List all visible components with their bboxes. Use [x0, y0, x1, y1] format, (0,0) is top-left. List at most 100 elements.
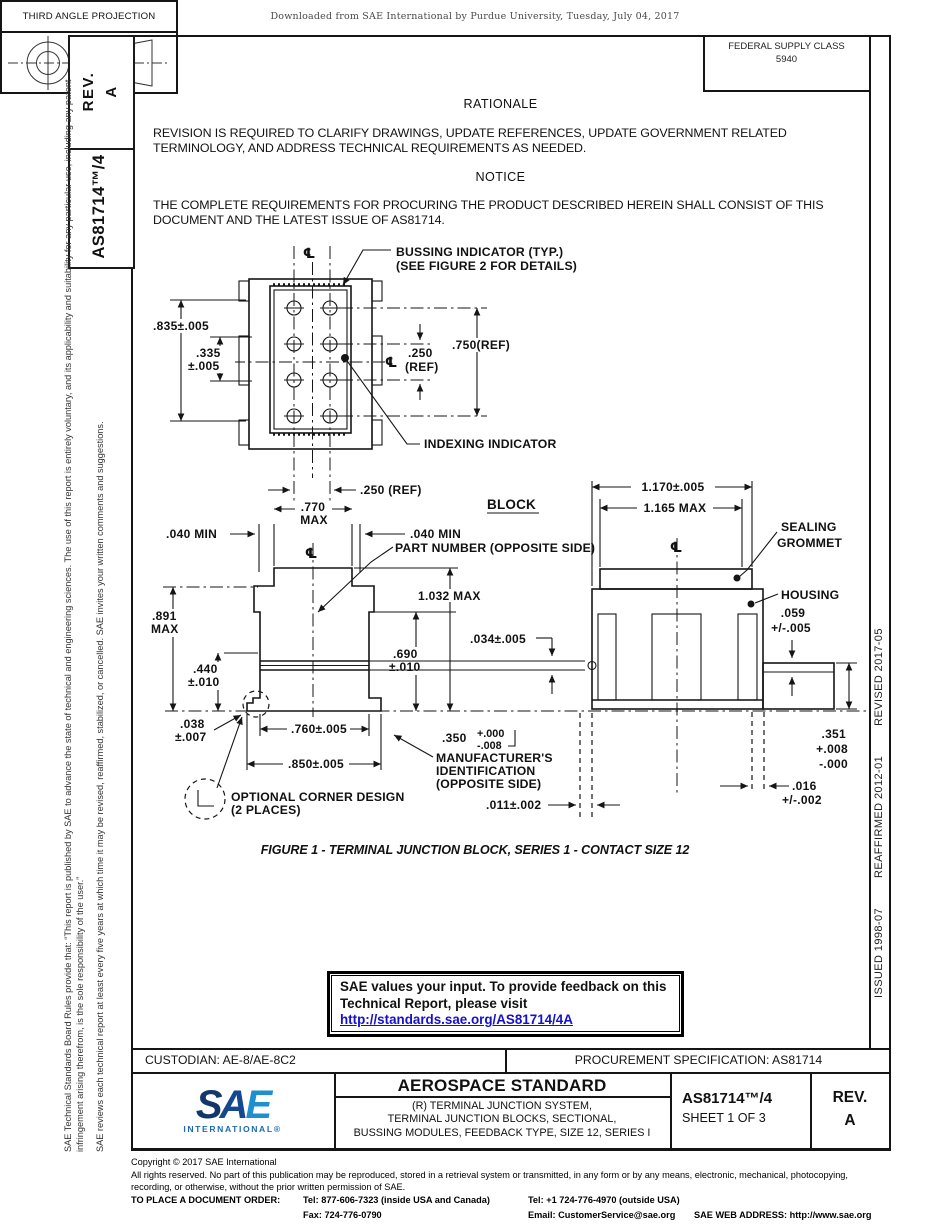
top-view: .835±.005 .335 ±.005 .750(REF) ℄ .250 (R…	[152, 245, 577, 503]
sae-logo-subtext: INTERNATIONAL®	[183, 1123, 282, 1134]
dim-440: .440	[193, 662, 218, 676]
optional-corner-label-2: (2 PLACES)	[231, 803, 301, 817]
sealing-grommet-label-2: GROMMET	[777, 536, 842, 550]
block-label: BLOCK	[487, 497, 536, 512]
housing-label: HOUSING	[781, 588, 839, 602]
standard-type-title: AEROSPACE STANDARD	[397, 1076, 607, 1095]
legal-vertical-text: SAE Technical Standards Board Rules prov…	[63, 34, 116, 1152]
rights-line-2: recording, or otherwise, without the pri…	[131, 1182, 406, 1192]
rev-box: REV. A	[68, 35, 135, 152]
dim-250-ref: (REF)	[405, 360, 439, 374]
title-block-divider-2	[670, 1072, 672, 1150]
dim-016-tol: +/-.002	[782, 793, 822, 807]
dim-059-tol: +/-.005	[771, 621, 811, 635]
fsc-value: 5940	[775, 54, 798, 65]
sealing-grommet-shape	[599, 568, 753, 590]
feedback-line-2: Technical Report, please visit	[340, 995, 528, 1011]
dim-034: .034±.005	[470, 632, 526, 646]
centerline-symbol: ℄	[305, 546, 318, 562]
custodian-row-divider	[505, 1048, 507, 1072]
dim-770-max: MAX	[300, 513, 328, 527]
feedback-line-1: SAE values your input. To provide feedba…	[340, 979, 667, 994]
frame-right-outer-line	[889, 35, 891, 1150]
dim-1165: 1.165 MAX	[644, 501, 707, 515]
order-label: TO PLACE A DOCUMENT ORDER:	[131, 1195, 281, 1205]
corner-notch-callout-circle	[242, 690, 270, 718]
side-view-housing: ℄ 1.170±.005 1.165 MAX SEALING GROMMET H…	[587, 480, 857, 807]
dim-351-tol-minus: -.000	[819, 757, 848, 771]
dim-038-tol: ±.007	[175, 730, 206, 744]
dim-250: .250	[408, 346, 433, 360]
notice-title: NOTICE	[475, 170, 526, 184]
rationale-title: RATIONALE	[463, 97, 538, 111]
dim-250ref: .250 (REF)	[360, 483, 422, 497]
sae-logo: SAE INTERNATIONAL®	[131, 1072, 334, 1148]
issued-date: ISSUED 1998-07	[873, 908, 885, 998]
dim-335-tol: ±.005	[188, 359, 219, 373]
doc-number-box: AS81714™/4	[68, 148, 135, 269]
frame-top-line	[68, 35, 890, 37]
notice-body: THE COMPLETE REQUIREMENTS FOR PROCURING …	[153, 198, 824, 227]
dim-750: .750(REF)	[452, 338, 510, 352]
revision-history-vertical: ISSUED 1998-07 REAFFIRMED 2012-01 REVISE…	[873, 568, 885, 998]
rev-block-label: REV.	[832, 1089, 868, 1106]
dim-1032: 1.032 MAX	[418, 589, 481, 603]
revised-date: REVISED 2017-05	[873, 628, 885, 726]
dim-011: .011±.002	[486, 798, 541, 812]
bussing-indicator-label: BUSSING INDICATOR (TYP.)	[396, 245, 563, 259]
download-watermark: Downloaded from SAE International by Pur…	[270, 11, 680, 22]
rights-line-1: All rights reserved. No part of this pub…	[131, 1169, 848, 1180]
title-block-divider-1	[334, 1072, 336, 1150]
figure-caption: FIGURE 1 - TERMINAL JUNCTION BLOCK, SERI…	[260, 843, 690, 857]
standard-subtitle-1: (R) TERMINAL JUNCTION SYSTEM,	[412, 1100, 592, 1112]
rationale-body: REVISION IS REQUIRED TO CLARIFY DRAWINGS…	[153, 126, 787, 155]
feedback-box: SAE values your input. To provide feedba…	[327, 971, 684, 1037]
rev-block-value: A	[844, 1112, 856, 1129]
optional-corner-detail-circle	[184, 778, 226, 820]
part-number-label: PART NUMBER (OPPOSITE SIDE)	[395, 541, 595, 555]
dim-350-tol-plus: +.000	[477, 728, 504, 740]
dim-038: .038	[180, 717, 205, 731]
front-view-block: .250 (REF) .770 MAX .040 MIN .040 MIN BL…	[150, 483, 866, 820]
reaffirmed-date: REAFFIRMED 2012-01	[873, 755, 885, 879]
feedback-link[interactable]: http://standards.sae.org/AS81714/4A	[340, 1012, 573, 1027]
dim-690: .690	[393, 647, 418, 661]
dim-760: .760±.005	[291, 722, 347, 736]
dim-350-tol-minus: -.008	[477, 740, 502, 752]
standard-subtitle-2: TERMINAL JUNCTION BLOCKS, SECTIONAL,	[387, 1113, 617, 1126]
centerline-symbol: ℄	[670, 540, 683, 556]
figure-1-drawing: .835±.005 .335 ±.005 .750(REF) ℄ .250 (R…	[150, 245, 866, 820]
sheet-number: SHEET 1 OF 3	[682, 1111, 766, 1125]
doc-number: AS81714™/4	[682, 1090, 773, 1107]
dim-690-tol: ±.010	[389, 660, 420, 674]
dim-850: .850±.005	[288, 757, 344, 771]
order-email: Email: CustomerService@sae.org	[528, 1210, 676, 1220]
mfr-id-label-2: IDENTIFICATION	[436, 764, 535, 778]
sae-logo-s: S	[195, 1082, 223, 1127]
fsc-box-left	[703, 35, 705, 90]
dim-891-max: MAX	[151, 622, 179, 636]
sae-logo-a: A	[219, 1082, 249, 1127]
dim-835: .835±.005	[153, 319, 209, 333]
dim-351: .351	[821, 727, 846, 741]
dim-016: .016	[792, 779, 817, 793]
dim-059: .059	[781, 606, 806, 620]
standard-subtitle-3: BUSSING MODULES, FEEDBACK TYPE, SIZE 12,…	[353, 1126, 651, 1139]
federal-supply-class-box: FEDERAL SUPPLY CLASS 5940	[703, 40, 870, 66]
frame-left-line	[131, 35, 133, 1150]
housing-shape	[591, 588, 764, 710]
dim-351-tol-plus: +.008	[816, 742, 848, 756]
title-block-header-underline	[334, 1096, 672, 1098]
frame-right-inner-line	[869, 35, 871, 1048]
optional-corner-label: OPTIONAL CORNER DESIGN	[231, 790, 404, 804]
dim-040-left: .040 MIN	[166, 527, 217, 541]
procurement-spec-value: PROCUREMENT SPECIFICATION: AS81714	[574, 1053, 823, 1067]
legal-paragraph-1: SAE Technical Standards Board Rules prov…	[63, 79, 85, 1152]
order-fax: Fax: 724-776-0790	[303, 1210, 382, 1220]
order-tel-2: Tel: +1 724-776-4970 (outside USA)	[528, 1195, 680, 1205]
custodian-value: CUSTODIAN: AE-8/AE-8C2	[145, 1053, 296, 1067]
projection-title: THIRD ANGLE PROJECTION	[2, 2, 176, 33]
bussing-indicator-label-2: (SEE FIGURE 2 FOR DETAILS)	[396, 259, 577, 273]
dim-440-tol: ±.010	[188, 675, 219, 689]
dim-1170: 1.170±.005	[642, 480, 705, 494]
